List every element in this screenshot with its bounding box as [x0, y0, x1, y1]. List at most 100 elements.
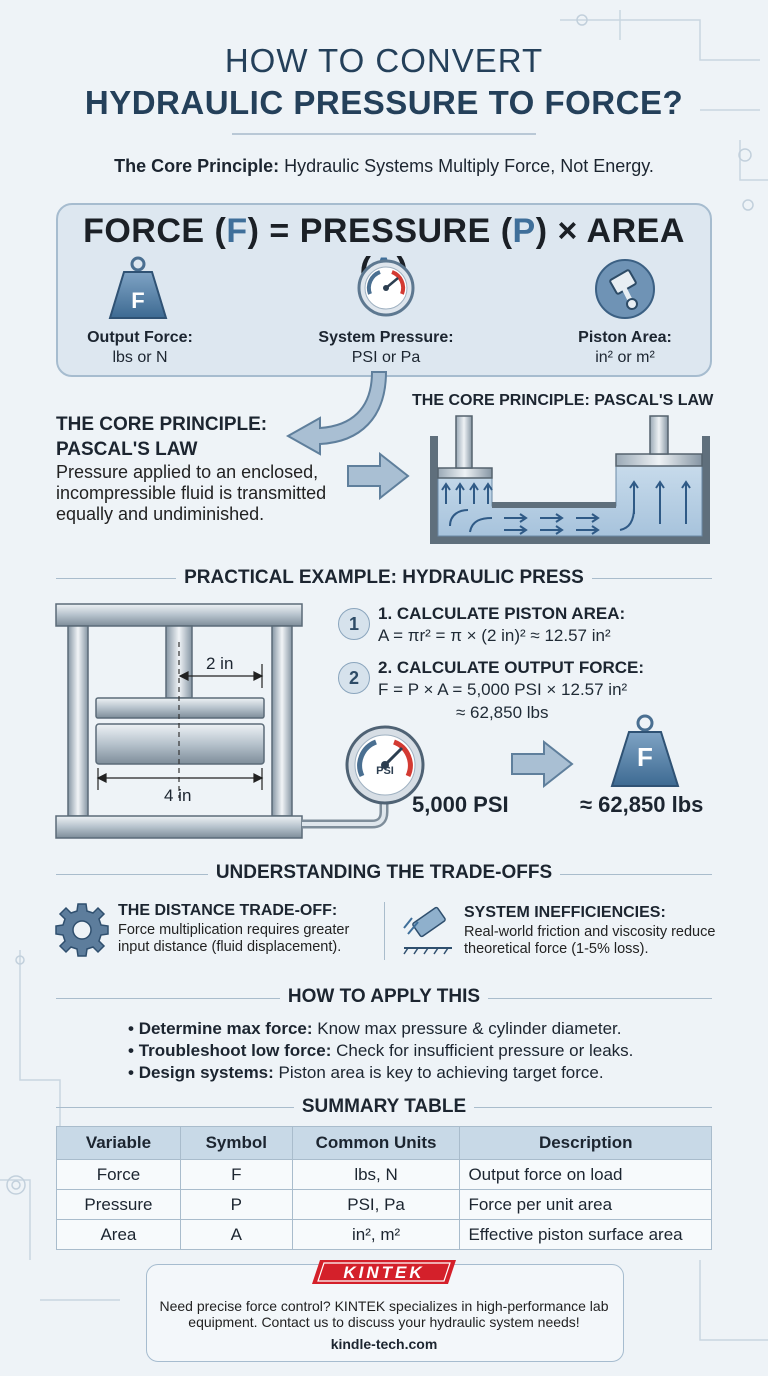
pascal-heading-line-2: PASCAL'S LAW: [56, 439, 198, 460]
diameter-label: 4 in: [164, 786, 192, 805]
kintek-logo: KINTEK: [312, 1260, 456, 1284]
footer-url-link[interactable]: kindle-tech.com: [330, 1336, 438, 1352]
step-2-title: 2. CALCULATE OUTPUT FORCE:: [378, 658, 645, 677]
system-inefficiencies-description: Real-world friction and viscosity reduce…: [464, 924, 716, 957]
formula-item-piston-area: Piston Area: in² or m²: [560, 328, 690, 368]
pascal-heading-line-1: THE CORE PRINCIPLE:: [56, 414, 268, 435]
summary-table: Variable Symbol Common Units Description…: [56, 1126, 712, 1250]
title-divider: [232, 133, 536, 135]
hydraulic-pipe: [302, 782, 389, 829]
formula-item-output-force: Output Force: lbs or N: [80, 328, 200, 368]
table-header-cell: Variable: [56, 1126, 181, 1160]
pascal-diagram-title: THE CORE PRINCIPLE: PASCAL'S LAW: [412, 392, 714, 409]
formula-pressure-word: ) = PRESSURE (: [247, 212, 513, 250]
step-1-title: 1. CALCULATE PISTON AREA:: [378, 604, 626, 623]
apply-list-item: Design systems: Piston area is key to ac…: [128, 1062, 748, 1084]
table-cell: lbs, N: [291, 1159, 461, 1190]
psi-gauge-icon: [345, 725, 425, 805]
tradeoffs-heading: UNDERSTANDING THE TRADE-OFFS: [207, 862, 561, 883]
table-cell: Effective piston surface area: [459, 1219, 712, 1250]
apply-header-wrap: HOW TO APPLY THIS: [0, 986, 768, 1008]
pascal-heading: THE CORE PRINCIPLE: PASCAL'S LAW: [56, 412, 356, 462]
footer-text: Need precise force control? KINTEK speci…: [159, 1298, 609, 1330]
tradeoffs-divider: [384, 902, 385, 960]
practical-example-header-wrap: PRACTICAL EXAMPLE: HYDRAULIC PRESS: [0, 567, 768, 589]
table-header-row: Variable Symbol Common Units Description: [56, 1126, 712, 1160]
apply-heading: HOW TO APPLY THIS: [279, 986, 489, 1007]
force-weight-letter: F: [637, 742, 653, 772]
result-arrow-icon: [511, 740, 574, 788]
formula-item-label: Piston Area:: [578, 329, 672, 346]
formula-item-unit: PSI or Pa: [351, 349, 421, 366]
formula-item-unit: lbs or N: [112, 349, 168, 366]
table-row: Force F lbs, N Output force on load: [56, 1159, 712, 1190]
step-number-badge: 1: [338, 608, 370, 640]
apply-item-bold: Determine max force:: [138, 1019, 313, 1038]
table-cell: P: [179, 1189, 293, 1220]
table-cell: Pressure: [56, 1189, 181, 1220]
table-cell: Force: [56, 1159, 181, 1190]
table-header-cell: Symbol: [179, 1126, 293, 1160]
table-row: Area A in², m² Effective piston surface …: [56, 1219, 712, 1250]
apply-item-text: Piston area is key to achieving target f…: [273, 1063, 604, 1082]
distance-tradeoff-title: THE DISTANCE TRADE-OFF:: [118, 902, 338, 919]
table-header-cell: Common Units: [291, 1126, 461, 1160]
apply-item-bold: Design systems:: [138, 1063, 274, 1082]
radius-label: 2 in: [206, 654, 234, 673]
core-principle-label: The Core Principle:: [114, 156, 280, 176]
formula-item-label: Output Force:: [87, 329, 193, 346]
kintek-logo-text: KINTEK: [343, 1263, 424, 1282]
formula-force-word: FORCE (: [83, 212, 227, 250]
pressure-gauge-icon: [357, 259, 415, 317]
distance-tradeoff-description: Force multiplication requires greater in…: [118, 922, 350, 955]
formula-equation: FORCE (F) = PRESSURE (P) × AREA (A): [56, 212, 712, 290]
table-row: Pressure P PSI, Pa Force per unit area: [56, 1189, 712, 1220]
pressure-value: 5,000 PSI: [412, 792, 509, 817]
formula-item-label: System Pressure:: [318, 329, 454, 346]
gauge-psi-label: PSI: [376, 765, 394, 777]
weight-icon: F: [108, 256, 168, 319]
force-weight-icon: [610, 714, 680, 787]
friction-icon: [403, 906, 452, 955]
table-cell: Area: [56, 1219, 181, 1250]
apply-list-item: Determine max force: Know max pressure &…: [128, 1018, 748, 1040]
apply-list: Determine max force: Know max pressure &…: [128, 1018, 748, 1084]
formula-symbol-f: F: [226, 212, 248, 250]
apply-item-text: Check for insufficient pressure or leaks…: [331, 1041, 634, 1060]
page-title-line-2: HYDRAULIC PRESSURE TO FORCE?: [84, 84, 684, 121]
page-title-line-1: HOW TO CONVERT: [224, 42, 544, 79]
table-cell: in², m²: [291, 1219, 461, 1250]
gear-icon: [55, 903, 109, 957]
summary-header-wrap: SUMMARY TABLE: [0, 1096, 768, 1118]
pascal-description: Pressure applied to an enclosed, incompr…: [56, 462, 327, 524]
svg-text:F: F: [131, 288, 144, 313]
piston-icon: [595, 259, 655, 319]
curved-arrow-icon: [285, 371, 388, 456]
step-2-result: ≈ 62,850 lbs: [456, 703, 549, 722]
table-cell: Force per unit area: [459, 1189, 712, 1220]
table-header-cell: Description: [459, 1126, 712, 1160]
tradeoffs-header-wrap: UNDERSTANDING THE TRADE-OFFS: [0, 862, 768, 884]
apply-item-text: Know max pressure & cylinder diameter.: [312, 1019, 622, 1038]
core-principle-line: The Core Principle: Hydraulic Systems Mu…: [0, 156, 768, 177]
table-cell: PSI, Pa: [291, 1189, 461, 1220]
core-principle-text: Hydraulic Systems Multiply Force, Not En…: [279, 156, 654, 176]
summary-heading: SUMMARY TABLE: [293, 1096, 475, 1117]
step-1-equation: A = πr² = π × (2 in)² ≈ 12.57 in²: [378, 626, 611, 645]
step-2-equation: F = P × A = 5,000 PSI × 12.57 in²: [378, 680, 628, 699]
table-cell: Output force on load: [459, 1159, 712, 1190]
system-inefficiencies-title: SYSTEM INEFFICIENCIES:: [464, 904, 666, 921]
formula-symbol-p: P: [512, 212, 536, 250]
apply-list-item: Troubleshoot low force: Check for insuff…: [128, 1040, 748, 1062]
formula-item-unit: in² or m²: [595, 349, 655, 366]
step-number-badge: 2: [338, 662, 370, 694]
right-arrow-icon: [347, 452, 410, 500]
apply-item-bold: Troubleshoot low force:: [138, 1041, 332, 1060]
hydraulic-press-illustration: [55, 603, 318, 839]
pascal-law-diagram: [430, 415, 710, 544]
force-value: ≈ 62,850 lbs: [580, 792, 704, 817]
table-cell: F: [179, 1159, 293, 1190]
practical-example-heading: PRACTICAL EXAMPLE: HYDRAULIC PRESS: [176, 567, 592, 588]
table-cell: A: [179, 1219, 293, 1250]
